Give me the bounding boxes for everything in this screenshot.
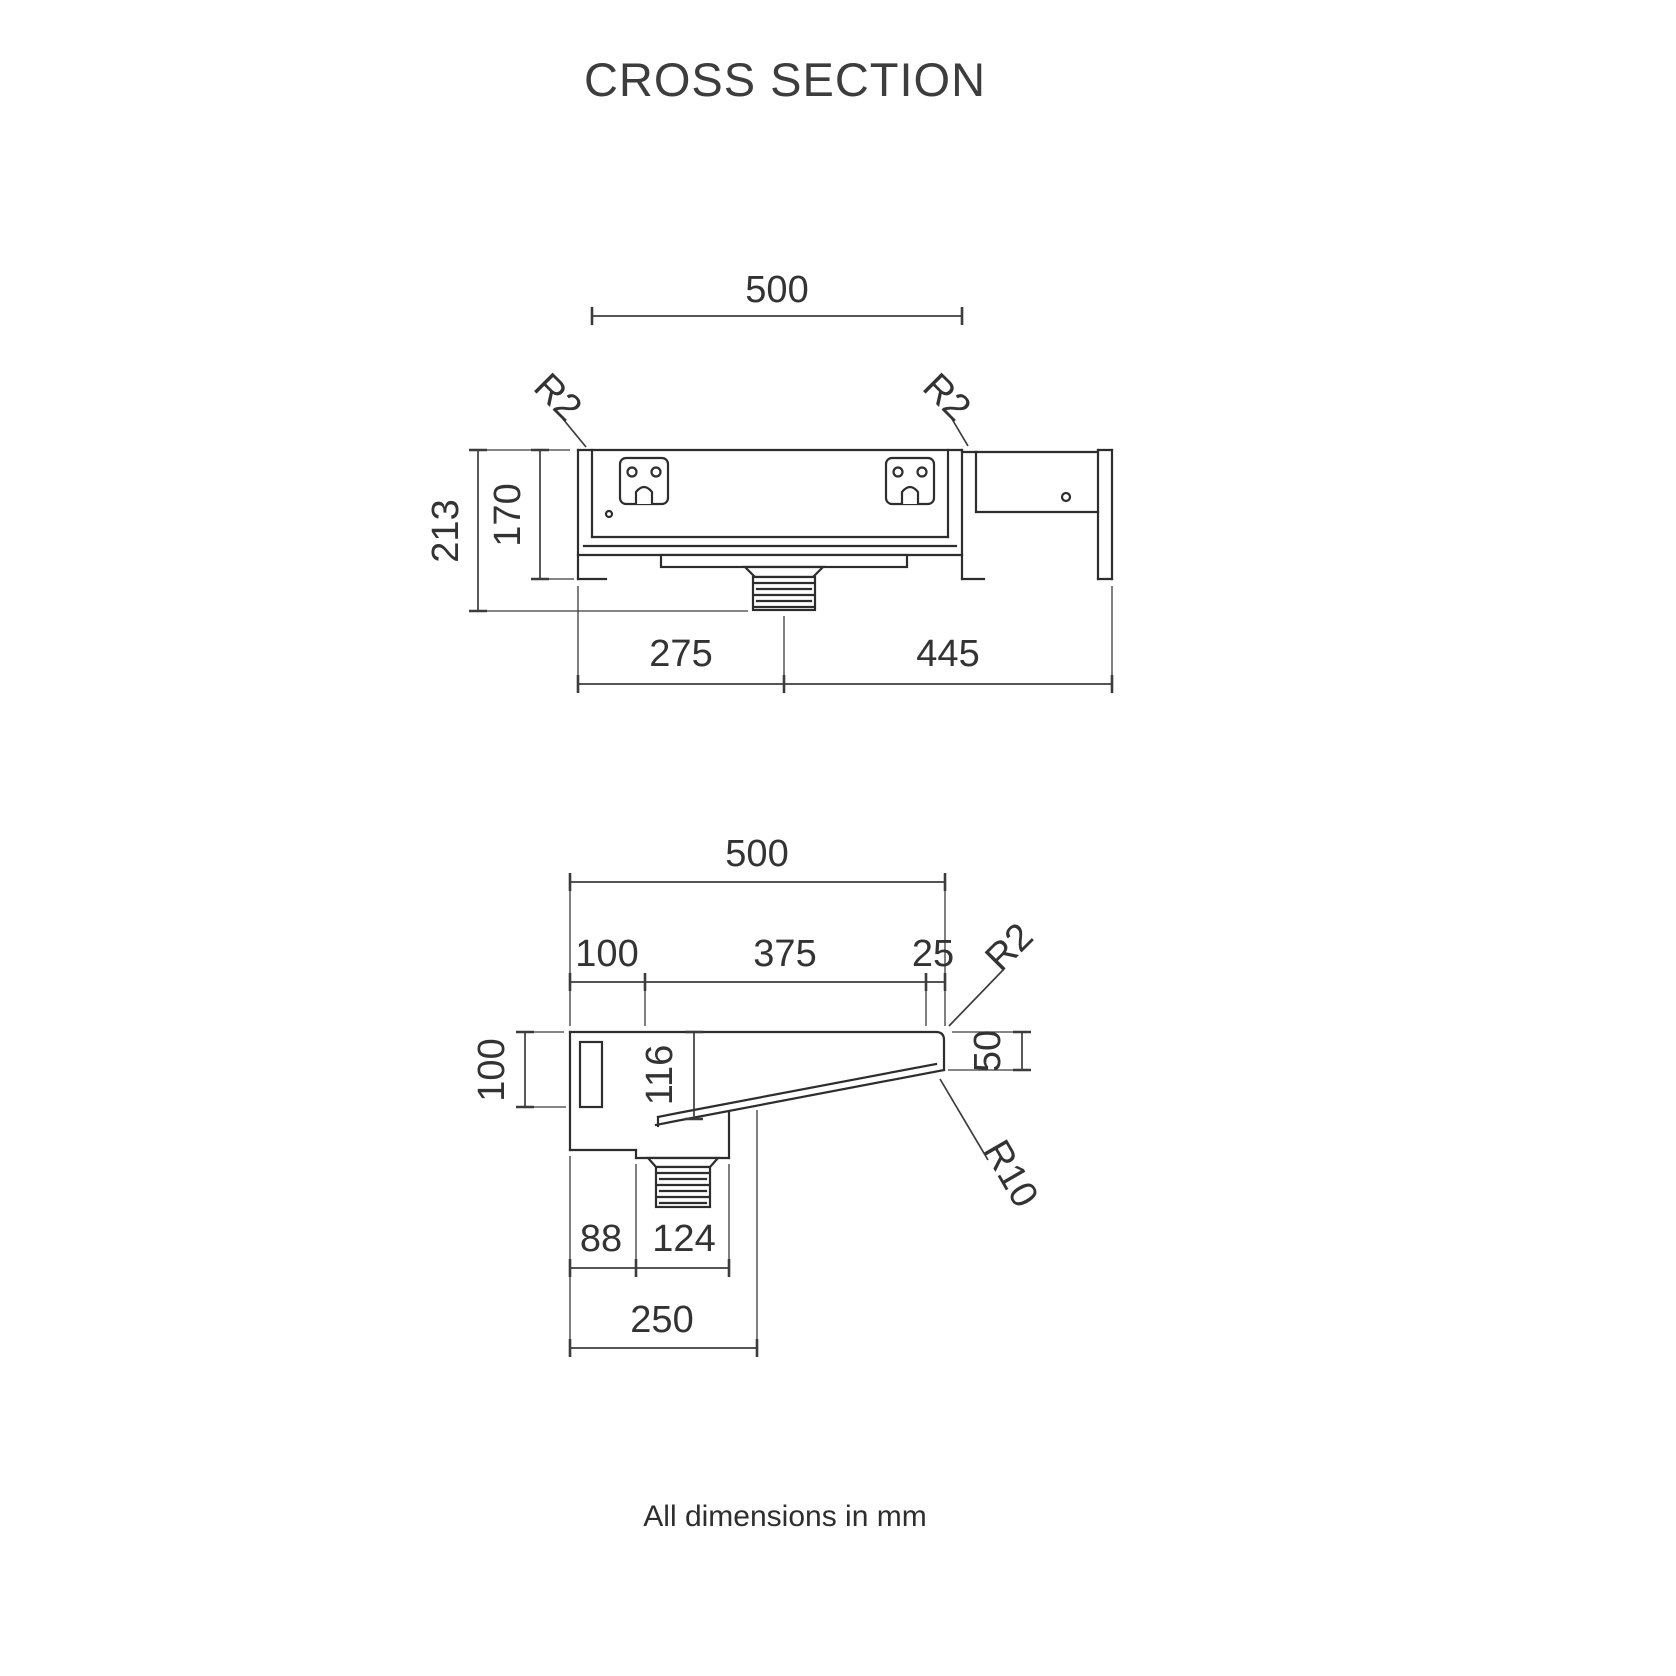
side-view: 500 100 375 25 R2 100 116 xyxy=(471,833,1046,1357)
dim-side-overall-width: 500 xyxy=(725,833,788,875)
bracket-notch xyxy=(900,485,920,504)
wall-frame-right xyxy=(960,448,1114,581)
drain-clamp-plate xyxy=(659,553,909,569)
dim-side-height-front: 50 xyxy=(967,1030,1009,1072)
dim-side-height-back: 100 xyxy=(471,1038,513,1101)
bracket-screw-hole xyxy=(892,466,904,478)
front-view-dimensions: 500 R2 R2 213 170 275 xyxy=(425,269,1114,693)
front-view-body xyxy=(576,448,986,581)
dim-front-overall-height: 213 xyxy=(425,499,467,562)
bracket-screw-hole xyxy=(916,466,928,478)
dim-side-top-mid: 375 xyxy=(753,933,816,975)
tick-marks xyxy=(531,448,549,581)
drain-assembly-side xyxy=(645,1156,721,1209)
drain-neck xyxy=(645,1156,721,1169)
dim-side-bottom-a: 88 xyxy=(580,1218,622,1260)
sloped-bottom-outer xyxy=(654,1068,946,1127)
drain-assembly-front xyxy=(659,553,909,612)
mounting-bracket-left xyxy=(618,456,670,506)
extension-line xyxy=(487,449,748,612)
dim-side-bottom-b: 124 xyxy=(652,1218,715,1260)
leader-line xyxy=(948,968,1005,1027)
extension-line xyxy=(534,1031,566,1108)
tick-marks xyxy=(568,1339,759,1357)
dim-side-basin-depth: 116 xyxy=(639,1045,681,1106)
dim-side-bottom-total: 250 xyxy=(630,1299,693,1341)
drain-thread-hatching xyxy=(753,581,815,609)
drain-neck xyxy=(742,565,826,579)
bracket-notch xyxy=(634,485,654,504)
leader-line xyxy=(951,418,969,447)
page-title: CROSS SECTION xyxy=(583,53,987,106)
sloped-bottom-inner xyxy=(656,1062,938,1119)
dim-front-radius-left: R2 xyxy=(525,365,589,429)
mounting-bracket-right xyxy=(884,456,936,506)
dim-side-top-front: 25 xyxy=(912,933,954,975)
dim-side-top-back: 100 xyxy=(575,933,638,975)
leader-line xyxy=(562,418,587,448)
dim-front-bottom-left: 275 xyxy=(649,633,712,675)
back-mounting-slot xyxy=(578,1040,604,1109)
tick-marks xyxy=(469,448,487,613)
deck-top-and-front-edge xyxy=(568,1030,946,1072)
tick-marks xyxy=(568,1259,731,1277)
dim-side-radius-bottom: R10 xyxy=(975,1133,1046,1214)
dim-front-overall-width: 500 xyxy=(745,269,808,311)
tick-marks xyxy=(590,307,964,325)
tick-marks xyxy=(576,675,1114,693)
tick-marks xyxy=(568,873,947,891)
units-note: All dimensions in mm xyxy=(643,1500,927,1533)
tick-marks xyxy=(568,973,947,991)
side-view-body xyxy=(568,1030,946,1160)
frame-screw-hole xyxy=(1060,491,1072,503)
leader-line xyxy=(939,1078,989,1161)
dim-front-bottom-right: 445 xyxy=(916,633,979,675)
tick-marks xyxy=(685,1030,703,1121)
extension-line xyxy=(569,878,946,1026)
tick-marks xyxy=(516,1030,534,1109)
bracket-screw-hole xyxy=(626,466,638,478)
overflow-hole xyxy=(604,509,614,519)
dim-front-radius-right: R2 xyxy=(914,365,978,429)
extension-line xyxy=(569,1110,758,1354)
side-view-dimensions: 500 100 375 25 R2 100 116 xyxy=(471,833,1046,1357)
tick-marks xyxy=(1013,1030,1031,1072)
dim-front-inner-height: 170 xyxy=(487,483,529,546)
dim-side-radius-front: R2 xyxy=(977,915,1041,979)
front-view: 500 R2 R2 213 170 275 xyxy=(425,269,1114,693)
bracket-screw-hole xyxy=(650,466,662,478)
drain-thread-hatching xyxy=(656,1171,710,1205)
